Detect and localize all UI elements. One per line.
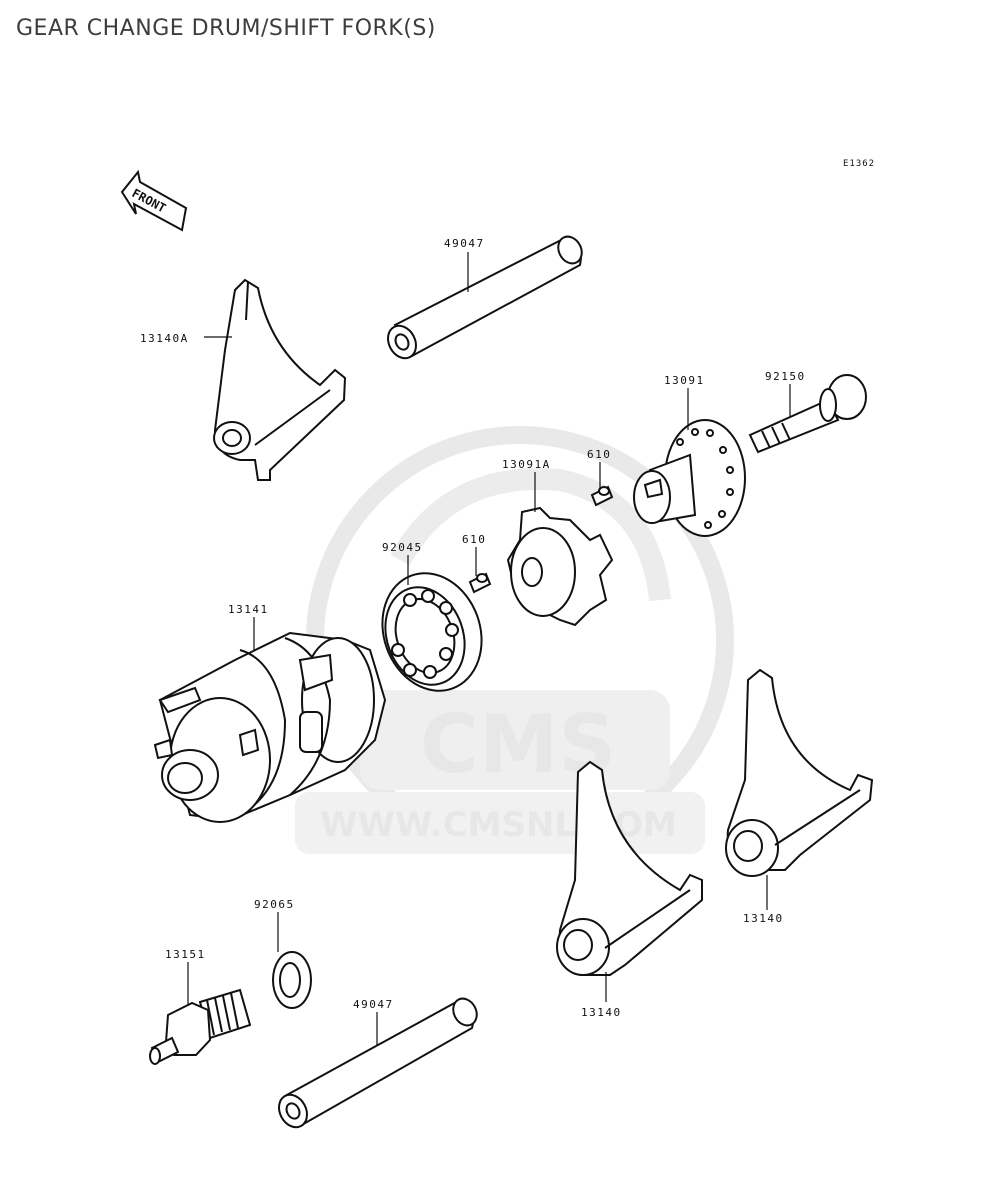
part-label-13140-right: 13140 xyxy=(743,912,784,925)
pin-610-a xyxy=(590,485,614,507)
bolt-92150 xyxy=(748,374,867,454)
watermark: CMS WWW.CMSNL.COM xyxy=(295,426,734,854)
washer-92065 xyxy=(272,951,312,1009)
front-arrow-icon: FRONT xyxy=(120,169,188,232)
part-label-49047-bottom: 49047 xyxy=(353,998,394,1011)
reference-code: E1362 xyxy=(843,159,875,169)
shift-drum-13141 xyxy=(153,631,387,823)
part-label-610-b: 610 xyxy=(462,533,486,546)
shift-rod-bottom xyxy=(278,997,478,1129)
leader-lines xyxy=(187,252,791,1046)
shift-fork-13140-right xyxy=(725,668,874,877)
part-label-92045: 92045 xyxy=(382,541,423,554)
part-label-13091a: 13091A xyxy=(502,458,551,471)
part-label-92065: 92065 xyxy=(254,898,295,911)
star-plate-13091a xyxy=(506,506,614,627)
page-title: GEAR CHANGE DRUM/SHIFT FORK(S) xyxy=(16,16,436,41)
part-label-13140-left: 13140 xyxy=(581,1006,622,1019)
part-label-13141: 13141 xyxy=(228,603,269,616)
shift-fork-13140-left xyxy=(556,760,703,976)
shift-rod-top xyxy=(387,235,583,360)
drum-cap-13091 xyxy=(633,419,746,537)
part-label-92150: 92150 xyxy=(765,370,806,383)
neutral-switch-13151 xyxy=(149,988,252,1065)
part-label-610-a: 610 xyxy=(587,448,611,461)
bearing-92045 xyxy=(381,572,483,692)
shift-fork-13140a xyxy=(213,278,347,481)
part-label-13091: 13091 xyxy=(664,374,705,387)
part-label-13140a: 13140A xyxy=(140,332,189,345)
part-label-13151: 13151 xyxy=(165,948,206,961)
part-label-49047-top: 49047 xyxy=(444,237,485,250)
pin-610-b xyxy=(468,572,492,594)
